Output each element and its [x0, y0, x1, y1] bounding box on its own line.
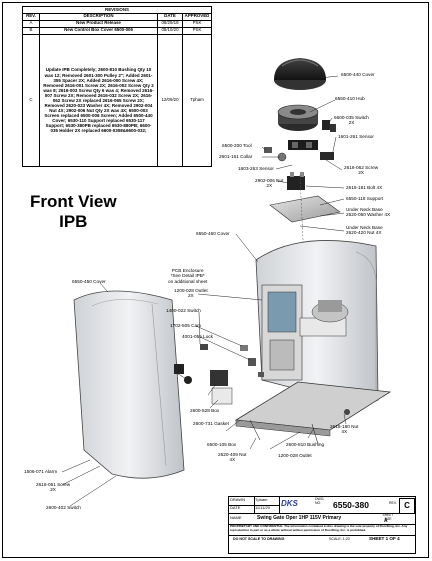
front-view-line1: Front View — [30, 192, 117, 211]
front-view-line2: IPB — [59, 212, 88, 231]
callout-screw-2616-062-label: 2616-062 Screw — [344, 165, 379, 170]
rev-value: C — [399, 498, 415, 514]
callout-screw-2616-051-label: 2616-051 Screw — [36, 482, 71, 487]
callout-sensor-1601: 1601-261 Sensor — [338, 134, 374, 139]
proprietary-notice: PROPRIETARY AND CONFIDENTIAL The informa… — [230, 524, 408, 532]
callout-screw-2616-062: 2616-062 Screw 2X — [344, 165, 378, 176]
title-block-divider — [229, 513, 415, 514]
callout-nut-2620-409-label: 2620-409 Nut — [218, 452, 247, 457]
chassis-part — [261, 284, 349, 381]
callout-nut-under: Under Neck Base 2620-420 Nut 4X — [346, 225, 383, 236]
callout-cam: 1702-505 Cam — [170, 323, 202, 328]
callout-outlet-top-qty: 2X — [187, 293, 194, 299]
callout-bolt: 2615-181 Bolt 4X — [346, 185, 383, 190]
callout-nut-under-qty: 4X — [375, 230, 382, 236]
rev-label: REV. — [389, 501, 397, 505]
revisions-table: REVISIONS REV. DESCRIPTION DATE APPROVED… — [22, 6, 212, 167]
callout-bushing: 2600-810 Bushing — [286, 442, 325, 447]
table-row: C Update IPB Completely; 2600-810 Bushin… — [22, 33, 212, 167]
callout-switch-6600-label: 6600-035 Switch — [334, 115, 369, 120]
callout-pcb-enclosure: PCB Enclosure *See Detail IPB* on additi… — [168, 268, 207, 284]
callout-cover-450: 6550-450 Cover — [72, 279, 106, 284]
callout-box-105: 6500-105 Box — [207, 442, 237, 447]
callout-gasket: 2600-731 Gasket — [193, 421, 229, 426]
hub-part — [277, 104, 319, 131]
sensor-plate-part — [288, 140, 334, 160]
callout-switch-2600-402: 2600-402 Switch — [46, 505, 81, 510]
cover-440-part — [274, 58, 326, 90]
callout-outlet-top: 1200-028 Outlet 2X — [174, 288, 208, 299]
callout-nut-2616-180-label: 2616-180 Nut — [330, 424, 359, 429]
sheet-size: A — [384, 518, 388, 524]
callout-pcb-line3: on additional sheet — [168, 278, 208, 284]
callout-nut-2616-180-qty: 4X — [341, 429, 348, 435]
callout-pcb-line2: *See Detail IPB* — [170, 273, 205, 279]
callout-screw-2616-051-qty: 2X — [50, 487, 56, 493]
drawing-name: Swing Gate Oper 1HP 115V Primary — [257, 515, 342, 521]
do-not-scale-note: DO NOT SCALE TO DRAWING — [233, 537, 285, 541]
callout-collar: 2601-161 Collar — [219, 154, 253, 159]
callout-washer-line2: 2620-050 Washer 4X — [346, 212, 390, 217]
callout-cover-440: 6500-440 Cover — [341, 72, 375, 77]
nut-stack-part — [287, 172, 305, 190]
callout-nut-under-part: 2620-420 Nut — [346, 230, 375, 236]
callout-screw-2616-051: 2616-051 Screw 2X — [36, 482, 70, 493]
drawing-number: 6550-380 — [333, 500, 369, 510]
callout-lock: 4001-055 Lock — [182, 334, 214, 339]
title-block: DRAWN Tpham DATE 11/11/20 DKS DWG. NO. 6… — [228, 496, 416, 554]
leader-lines — [61, 75, 347, 507]
callout-switch-1400: 1400-022 Switch — [166, 308, 201, 313]
title-block-divider — [229, 524, 415, 525]
callout-nut-2902-qty: 2X — [266, 183, 273, 189]
callout-tool: 6500-200 Tool — [222, 143, 252, 148]
callout-washer-part: 2620-050 Washer — [346, 212, 384, 218]
callout-outlet-top-label: 1200-028 Outlet — [174, 288, 208, 293]
callout-switch-6600: 6600-035 Switch 2X — [334, 115, 369, 126]
callout-outlet-bottom: 1200-028 Outlet — [278, 453, 312, 458]
drawing-sheet — [2, 2, 429, 558]
base-frame-part — [234, 381, 392, 445]
callout-nut-2902: 2902-006 Nut 2X — [255, 178, 283, 189]
callout-cover-460: 6550-460 Cover — [196, 231, 230, 236]
cover-450-part — [73, 290, 185, 479]
name-label: NAME — [230, 515, 242, 520]
callout-support: 6550-118 Support — [346, 196, 384, 201]
small-front-parts — [174, 344, 264, 405]
switch-6600-part — [322, 120, 336, 132]
callout-nut-2620-409-qty: 4X — [229, 457, 236, 463]
callout-screw-2616-062-qty: 2X — [358, 170, 364, 176]
callout-nut-2902-label: 2902-006 Nut — [255, 178, 284, 183]
callout-switch-6600-qty: 2X — [348, 120, 355, 126]
sheet-number: SHEET 1 OF 4 — [369, 536, 400, 541]
drawn-label: DRAWN — [229, 497, 255, 506]
company-logo: DKS — [281, 499, 298, 508]
scale: SCALE: 1:20 — [329, 537, 350, 541]
description-cell: Update IPB Completely; 2600-810 Bushing … — [39, 33, 158, 167]
title-block-divider — [229, 535, 415, 536]
drawn-by: Tpham — [254, 497, 280, 506]
callout-nut-under-line2: 2620-420 Nut 4X — [346, 230, 383, 235]
callout-nut-under-line1: Under Neck Base — [346, 225, 383, 230]
callout-washer: Under Neck Base 2620-050 Washer 4X — [346, 207, 390, 218]
callout-washer-line1: Under Neck Base — [346, 207, 383, 212]
callout-box-528: 2600-528 Box — [190, 408, 220, 413]
dwg-no-label: DWG. NO. — [315, 497, 325, 505]
callout-sensor-1603: 1603-263 Sensor — [238, 166, 274, 171]
callout-nut-2616-180: 2616-180 Nut 4X — [330, 424, 358, 435]
approved-cell: Tpham — [182, 33, 212, 167]
callout-alarm: 1506-071 Alarm — [24, 469, 58, 474]
front-view-title: Front View IPB — [30, 192, 117, 232]
tool-part — [264, 147, 287, 162]
sheet-size-label: SHEET SIZE — [382, 513, 394, 521]
callout-hub: 6550-410 Hub — [335, 96, 365, 101]
callout-pcb-line1: PCB Enclosure — [171, 268, 204, 273]
callout-nut-2620-409: 2620-409 Nut 4X — [218, 452, 246, 463]
callout-washer-qty: 4X — [384, 212, 391, 218]
